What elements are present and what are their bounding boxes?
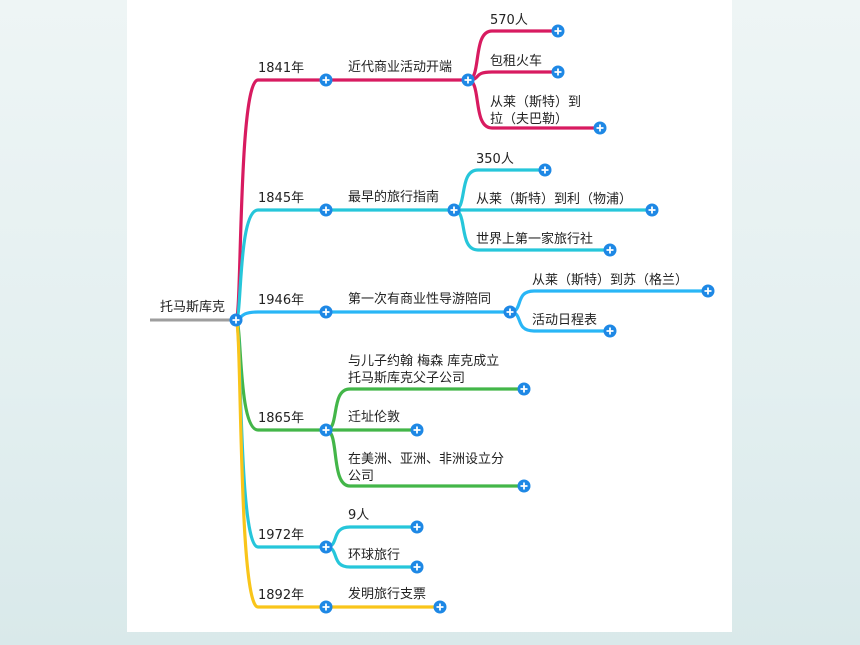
plus-circle-icon[interactable] bbox=[603, 243, 617, 257]
branch-year-label: 1946年 bbox=[258, 293, 304, 308]
plus-circle-icon[interactable] bbox=[447, 203, 461, 217]
plus-circle-icon[interactable] bbox=[517, 479, 531, 493]
detail-label: 迁址伦敦 bbox=[348, 409, 400, 425]
detail-label: 从莱（斯特）到苏（格兰） bbox=[532, 272, 688, 288]
detail-label: 拉（夫巴勒） bbox=[490, 112, 568, 127]
branch-event-label: 最早的旅行指南 bbox=[348, 189, 439, 205]
detail-label: 公司 bbox=[348, 469, 374, 484]
detail-label: 350人 bbox=[476, 152, 514, 167]
branch-event-label: 第一次有商业性导游陪同 bbox=[348, 291, 491, 307]
mindmap-canvas: 托马斯库克 1841年 近代商业活动开端 570人包租火车从莱（斯特）到拉（夫巴勒） 1… bbox=[127, 0, 732, 632]
detail-4-0-line bbox=[324, 525, 419, 549]
branch-year-label: 1841年 bbox=[258, 61, 304, 76]
plus-circle-icon[interactable] bbox=[410, 423, 424, 437]
plus-circle-icon[interactable] bbox=[461, 73, 475, 87]
plus-circle-icon[interactable] bbox=[410, 520, 424, 534]
plus-circle-icon[interactable] bbox=[319, 423, 333, 437]
plus-circle-icon[interactable] bbox=[410, 560, 424, 574]
detail-label: 世界上第一家旅行社 bbox=[476, 231, 593, 247]
detail-label: 9人 bbox=[348, 508, 369, 523]
plus-circle-icon[interactable] bbox=[319, 73, 333, 87]
branch-2-trunk bbox=[234, 310, 328, 322]
plus-circle-icon[interactable] bbox=[645, 203, 659, 217]
detail-label: 与儿子约翰 梅森 库克成立 bbox=[348, 353, 499, 369]
detail-label: 从莱（斯特）到利（物浦） bbox=[476, 192, 632, 207]
detail-label: 在美洲、亚洲、非洲设立分 bbox=[348, 452, 504, 467]
plus-circle-icon[interactable] bbox=[319, 305, 333, 319]
detail-label: 托马斯库克父子公司 bbox=[348, 370, 465, 386]
detail-label: 环球旅行 bbox=[348, 548, 400, 563]
branch-year-label: 1972年 bbox=[258, 528, 304, 543]
plus-circle-icon[interactable] bbox=[319, 600, 333, 614]
plus-circle-icon[interactable] bbox=[319, 203, 333, 217]
plus-circle-icon[interactable] bbox=[433, 600, 447, 614]
plus-circle-icon[interactable] bbox=[551, 24, 565, 38]
detail-2-0-line bbox=[508, 289, 710, 314]
branch-year-label: 1865年 bbox=[258, 411, 304, 426]
branch-4-trunk bbox=[234, 318, 328, 549]
plus-circle-icon[interactable] bbox=[319, 540, 333, 554]
plus-circle-icon[interactable] bbox=[551, 65, 565, 79]
plus-circle-icon[interactable] bbox=[701, 284, 715, 298]
detail-label: 570人 bbox=[490, 13, 528, 28]
detail-0-1-line bbox=[466, 70, 560, 82]
branch-event-label: 近代商业活动开端 bbox=[348, 60, 452, 75]
branch-year-label: 1892年 bbox=[258, 588, 304, 603]
detail-label: 从莱（斯特）到 bbox=[490, 95, 581, 110]
root-label: 托马斯库克 bbox=[160, 299, 225, 315]
detail-label: 包租火车 bbox=[490, 53, 542, 69]
branch-event-label: 发明旅行支票 bbox=[348, 586, 426, 602]
branch-5-trunk bbox=[234, 318, 328, 609]
plus-circle-icon[interactable] bbox=[603, 324, 617, 338]
plus-circle-icon[interactable] bbox=[538, 163, 552, 177]
plus-circle-icon[interactable] bbox=[503, 305, 517, 319]
plus-circle-icon[interactable] bbox=[517, 382, 531, 396]
plus-circle-icon[interactable] bbox=[593, 121, 607, 135]
plus-circle-icon[interactable] bbox=[229, 313, 243, 327]
detail-label: 活动日程表 bbox=[532, 313, 597, 328]
branch-year-label: 1845年 bbox=[258, 191, 304, 206]
